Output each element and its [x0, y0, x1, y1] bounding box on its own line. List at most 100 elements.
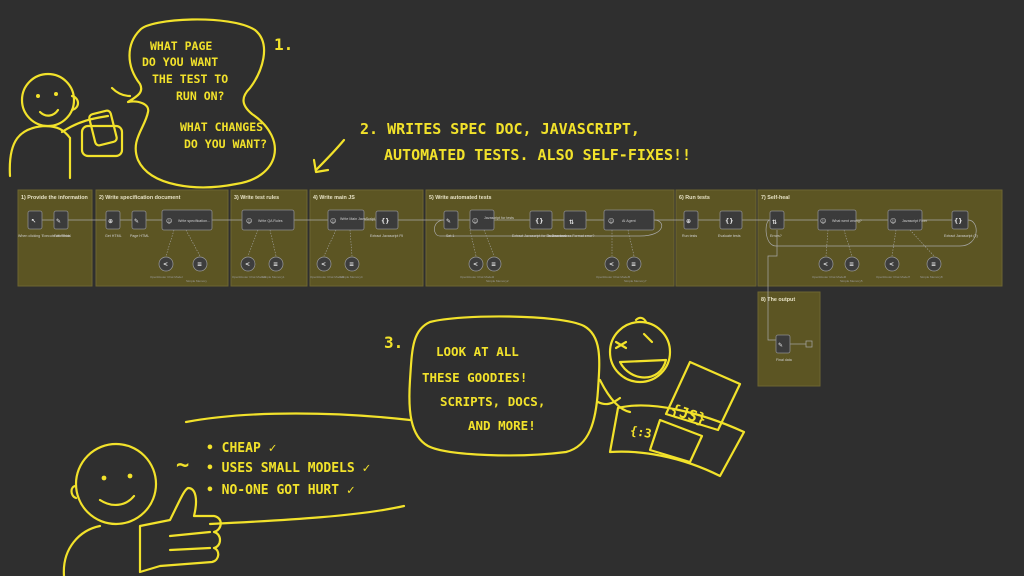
paper-code-label: {:3: [629, 423, 653, 441]
caption2-line1: 2. WRITES SPEC DOC, JAVASCRIPT,: [360, 120, 640, 138]
section-7-title: 7) Self-heal: [761, 195, 790, 201]
braces-icon: {}: [954, 218, 963, 225]
subnode-memory-7[interactable]: ≡Simple Memory7: [624, 256, 647, 283]
node-label: Simple Memory7: [624, 279, 647, 283]
speech1-line-2: THE TEST TO: [152, 72, 228, 86]
node-extract-js-2[interactable]: {} Extract Javascript (2): [944, 210, 978, 238]
node-ai-agent[interactable]: ☺ AI Agent: [603, 209, 655, 231]
speech3-line-2: SCRIPTS, DOCS,: [440, 394, 545, 409]
section-5-title: 5) Write automated tests: [429, 195, 492, 201]
section-3: [230, 189, 308, 287]
subnode-memory-8[interactable]: ≡Simple Memory8: [920, 256, 943, 279]
globe-icon: ⊕: [686, 218, 691, 225]
node-page-html[interactable]: ✎ Page HTML: [130, 210, 149, 238]
node-label: Simple Memory5: [840, 279, 863, 283]
subnode-chat-model[interactable]: <OpenRouter Chat Model: [150, 256, 183, 279]
node-label: Simple Memory8: [920, 275, 943, 279]
person-thumbs-up-drawing: ~: [62, 412, 412, 576]
node-label: Set 1: [446, 234, 454, 238]
step-3-number: 3.: [384, 333, 403, 352]
subnode-chat-model-5[interactable]: <OpenRouter Chat Model5: [596, 256, 631, 279]
node-label: Errors?: [770, 234, 782, 238]
node-label: What went wrong?: [832, 219, 862, 223]
speech1-line-0: WHAT PAGE: [150, 39, 212, 53]
subnode-chat-model-7[interactable]: <OpenRouter Chat Model7: [876, 256, 911, 279]
globe-icon: ⊕: [108, 218, 113, 225]
robot-icon: ☺: [166, 218, 172, 225]
node-label: Simple Memory2: [486, 279, 509, 283]
node-label: Run tests: [682, 234, 697, 238]
node-label: Extract Javascript Fil: [370, 234, 403, 238]
section-6: [675, 189, 757, 287]
node-javascript-fixer[interactable]: ☺ Javascript Fixer: [887, 209, 928, 231]
bullet-list: • CHEAP ✓ • USES SMALL MODELS ✓ • NO-ONE…: [206, 441, 370, 498]
caption-2: 2. WRITES SPEC DOC, JAVASCRIPT, AUTOMATE…: [312, 120, 691, 174]
braces-icon: {}: [725, 218, 734, 225]
chat-model-icon: <: [473, 261, 478, 268]
node-label: OpenRouter Chat Model: [150, 275, 183, 279]
memory-icon: ≡: [273, 261, 278, 268]
filter-icon: ⇅: [772, 219, 777, 226]
node-label: OpenRouter Chat Model3: [310, 275, 345, 279]
node-label: OpenRouter Chat Model2: [460, 275, 495, 279]
node-final-data[interactable]: ✎ Final data: [775, 334, 792, 362]
node-extract-js[interactable]: {} Extract Javascript Fil: [370, 210, 403, 238]
speech1-line-3: RUN ON?: [176, 89, 224, 103]
node-extract-js-browserless[interactable]: {} Extract Javascript for Browserless: [512, 210, 566, 238]
subnode-memory[interactable]: ≡Simple Memory: [186, 256, 208, 283]
subnode-memory-1[interactable]: ≡Simple Memory1: [262, 256, 285, 279]
person-laughing-drawing: {JS} {:3: [598, 316, 746, 478]
bullet-item-2: • NO-ONE GOT HURT ✓: [206, 483, 355, 498]
node-set-1[interactable]: ✎ Set 1: [443, 210, 459, 238]
subnode-chat-model-3[interactable]: < OpenRouter Chat Model3: [310, 256, 345, 279]
filter-icon: ⇅: [569, 219, 574, 226]
node-get-html[interactable]: ⊕ Get HTML: [105, 210, 122, 238]
node-write-qa-rules[interactable]: ☺ Write QA Rules: [241, 209, 295, 231]
node-label: Evaluate tests: [718, 234, 741, 238]
node-run-tests[interactable]: ⊕ Run tests: [682, 210, 699, 238]
subnode-memory-5[interactable]: ≡Simple Memory5: [840, 256, 863, 283]
node-evaluate-tests[interactable]: {} Evaluate tests: [718, 210, 743, 238]
node-javascript-for-tests[interactable]: ☺ Javascript for tests: [469, 209, 514, 231]
speech1-line-1: DO YOU WANT: [142, 55, 218, 69]
node-manual-trigger[interactable]: ↖ When clicking 'Execute workflow': [18, 210, 71, 238]
node-label: Javascript for tests: [484, 216, 514, 220]
subnode-memory-4[interactable]: ≡Simple Memory4: [340, 256, 363, 279]
node-label: OpenRouter Chat Model5: [596, 275, 631, 279]
bullet-item-0: • CHEAP ✓: [206, 441, 276, 456]
subnode-chat-model-1[interactable]: <OpenRouter Chat Model1: [232, 256, 267, 279]
node-label: Is Browserless Format error?: [548, 234, 594, 238]
node-errors[interactable]: ⇅ Errors?: [769, 210, 785, 238]
pencil-icon: ✎: [134, 218, 139, 225]
section-6-title: 6) Run tests: [679, 195, 710, 201]
chat-model-icon: <: [321, 261, 326, 268]
subnode-memory-2[interactable]: ≡ Simple Memory2: [486, 256, 509, 283]
node-write-main-js[interactable]: ☺ Write Main JavaScript: [327, 209, 375, 231]
pointer-icon: ↖: [31, 218, 36, 225]
braces-icon: {}: [535, 218, 544, 225]
node-label: Javascript Fixer: [902, 219, 928, 223]
subnode-chat-model-2[interactable]: < OpenRouter Chat Model2: [460, 256, 495, 279]
section-1: [17, 189, 93, 287]
pencil-icon: ✎: [56, 218, 61, 225]
node-label: Extract Javascript for Browserless: [512, 234, 566, 238]
node-label: OpenRouter Chat Model7: [876, 275, 911, 279]
chat-model-icon: <: [823, 261, 828, 268]
step-1-number: 1.: [274, 35, 293, 54]
node-label: Simple Memory4: [340, 275, 363, 279]
node-browserless-check[interactable]: ⇅ Is Browserless Format error?: [548, 210, 594, 238]
robot-icon: ☺: [820, 218, 826, 225]
node-label: When clicking 'Execute workflow': [18, 234, 71, 238]
node-label: Page HTML: [130, 234, 149, 238]
subnode-chat-model-6[interactable]: <OpenRouter Chat Model6: [812, 256, 847, 279]
bullet-item-1: • USES SMALL MODELS ✓: [206, 461, 370, 476]
robot-icon: ☺: [608, 218, 614, 225]
memory-icon: ≡: [491, 261, 496, 268]
node-write-specification[interactable]: ☺ Write specification...: [161, 209, 213, 231]
node-what-went-wrong[interactable]: ☺ What went wrong?: [817, 209, 862, 231]
speech3-line-0: LOOK AT ALL: [436, 344, 519, 359]
speech-bubble-1: 1. WHAT PAGE DO YOU WANT THE TEST TO RUN…: [126, 18, 293, 189]
node-label: Write Main JavaScript: [340, 217, 375, 221]
node-edit-fields[interactable]: ✎ Edit Fields: [53, 210, 71, 238]
section-1-title: 1) Provide the information: [21, 195, 88, 201]
